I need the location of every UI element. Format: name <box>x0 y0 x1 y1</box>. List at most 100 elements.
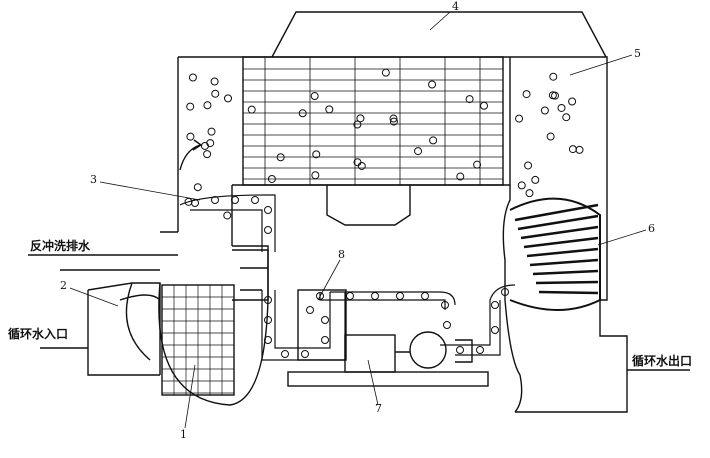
bubble <box>312 150 321 159</box>
bubble <box>223 211 232 220</box>
drum-blade <box>535 280 599 285</box>
media-drum <box>509 197 601 311</box>
drum-blade <box>529 258 599 267</box>
strainer-dome <box>119 282 161 361</box>
pipe-bubble <box>443 321 451 329</box>
pipe-bubble <box>231 196 239 204</box>
drum-blade <box>523 236 599 249</box>
left-wall <box>160 57 233 246</box>
bubble <box>186 132 195 141</box>
bubble <box>480 101 489 110</box>
bubble <box>325 105 334 114</box>
stack-bottom <box>232 57 511 226</box>
callout-6: 6 <box>648 222 655 235</box>
bubble <box>429 136 438 145</box>
motor <box>344 334 396 373</box>
drum-blade <box>514 203 599 222</box>
leader-lines <box>69 11 647 429</box>
bubble <box>568 97 577 106</box>
pipe-bubble <box>306 306 314 314</box>
pipe-bubble <box>264 336 272 344</box>
callout-2: 2 <box>60 279 67 292</box>
bubble <box>551 91 560 100</box>
bubble <box>540 106 549 115</box>
flow-arrow <box>240 267 268 291</box>
bubble <box>356 114 365 123</box>
bubble <box>206 139 215 148</box>
pipe-bubble <box>476 346 484 354</box>
flow-arrow <box>179 139 203 171</box>
bubble <box>224 94 233 103</box>
pipe-bubble <box>396 292 404 300</box>
pipe-bubble <box>316 292 324 300</box>
bubble <box>473 160 482 169</box>
bubble <box>549 72 558 81</box>
callout-7: 7 <box>375 402 382 415</box>
pump-casing <box>409 331 447 369</box>
bubble <box>517 181 526 190</box>
filter-tank <box>297 289 347 361</box>
bubble <box>546 132 555 141</box>
bubble <box>428 80 437 89</box>
bubble <box>276 153 285 162</box>
outlet-label: 循环水出口 <box>632 354 693 368</box>
bubble <box>389 117 398 126</box>
bubble <box>525 189 534 198</box>
bubbles <box>184 68 584 358</box>
pipe-bubble <box>421 292 429 300</box>
pipe-bubble <box>301 350 309 358</box>
pipe-bubble <box>264 226 272 234</box>
bubble <box>531 175 540 184</box>
inlet-label: 循环水入口 <box>8 327 69 341</box>
fan-housing <box>271 11 607 58</box>
bubble <box>203 150 212 159</box>
pipe-bubble <box>321 336 329 344</box>
bubble <box>298 109 307 118</box>
pipe-bubble <box>491 326 499 334</box>
bubble <box>267 174 276 183</box>
drum-blade <box>532 269 599 276</box>
pump-base <box>287 371 489 387</box>
pipe-bubble <box>346 292 354 300</box>
coupling <box>395 339 473 363</box>
bubble <box>311 171 320 180</box>
inlet-box <box>87 282 161 376</box>
right-wall-inner <box>502 185 523 413</box>
bubble <box>465 95 474 104</box>
pipe-bubble <box>251 196 259 204</box>
backwash-drain-label: 反冲洗排水 <box>30 239 91 253</box>
bubble <box>247 105 256 114</box>
bubble <box>522 90 531 99</box>
pipe-bubble <box>501 288 509 296</box>
callout-5: 5 <box>634 47 641 60</box>
pipe-bubble <box>491 301 499 309</box>
bubble <box>188 73 197 82</box>
pipe-bubble <box>371 292 379 300</box>
callout-3: 3 <box>90 173 97 186</box>
valve-box <box>232 249 269 301</box>
pipe-bubble <box>321 316 329 324</box>
bubble <box>575 145 584 154</box>
pipe-bubble <box>456 346 464 354</box>
bubble <box>568 145 577 154</box>
drum-blade <box>517 214 599 231</box>
callout-1: 1 <box>180 428 187 441</box>
pipe-bubble <box>264 316 272 324</box>
callout-8: 8 <box>338 248 345 261</box>
bubble <box>310 92 319 101</box>
fill-grid-lines <box>243 57 503 185</box>
drum-blade <box>538 290 599 295</box>
bubble <box>381 68 390 77</box>
bubble <box>353 120 362 129</box>
bubble <box>562 113 571 122</box>
bubble <box>389 114 398 123</box>
bubble <box>357 161 366 170</box>
bubble <box>200 141 209 150</box>
pipe-bubble <box>264 296 272 304</box>
bubble <box>557 103 566 112</box>
drum-blade <box>526 247 599 258</box>
bubble <box>524 161 533 170</box>
bubble <box>414 147 423 156</box>
